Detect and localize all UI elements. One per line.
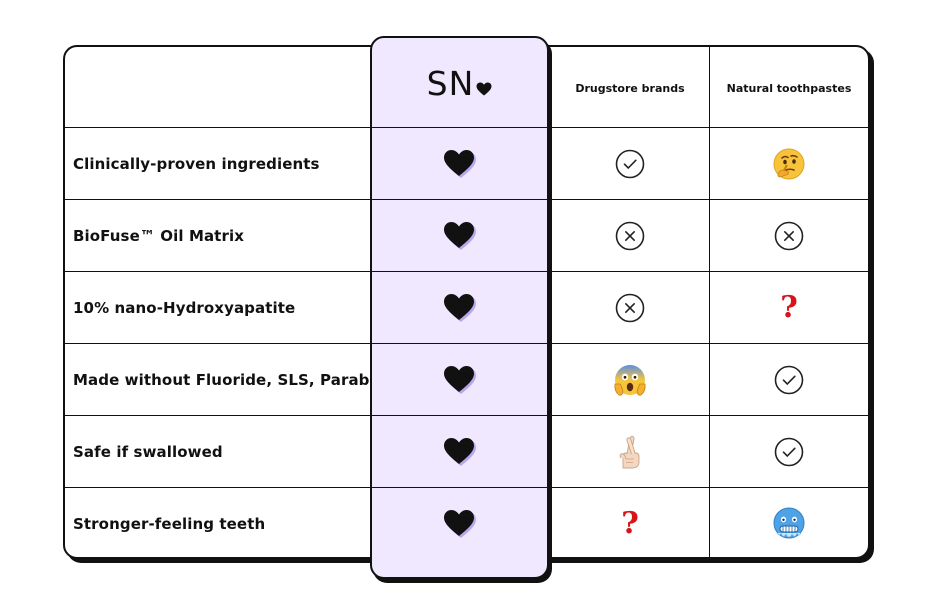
drugstore-cell: ? [551,488,709,557]
brand-cell [372,488,547,560]
check-circle-icon [774,437,804,467]
drugstore-cell [551,200,709,272]
x-circle-icon [615,293,645,323]
crossed-fingers-emoji [614,434,646,470]
heart-icon [443,510,476,538]
brand-cell [372,344,547,416]
brand-cell [372,200,547,272]
natural-cell [710,200,868,272]
heart-icon [476,82,492,95]
brand-cell [372,272,547,344]
column-divider [709,47,710,557]
brand-cell [372,128,547,200]
x-circle-icon [774,221,804,251]
row-divider [372,199,547,200]
natural-cell [710,488,868,557]
heart-icon [443,366,476,394]
drugstore-cell [551,128,709,200]
heart-icon [443,438,476,466]
column-header-natural: Natural toothpastes [726,81,852,95]
brand-logo-text: SN [426,64,475,103]
natural-cell [710,416,868,488]
row-divider [372,127,547,128]
thinking-face-emoji [772,147,806,181]
row-label: Safe if swallowed [73,443,223,461]
drugstore-cell [551,344,709,416]
row-divider [372,415,547,416]
row-divider [372,343,547,344]
row-divider [372,487,547,488]
x-circle-icon [615,221,645,251]
question-mark-icon: ? [780,290,798,325]
natural-cell [710,344,868,416]
check-circle-icon [615,149,645,179]
natural-cell: ? [710,272,868,344]
row-label: 10% nano-Hydroxyapatite [73,299,296,317]
heart-icon [443,222,476,250]
heart-icon [443,294,476,322]
row-label: Stronger-feeling teeth [73,515,266,533]
check-circle-icon [774,365,804,395]
screaming-face-emoji [612,362,648,398]
row-label: BioFuse™ Oil Matrix [73,227,244,245]
brand-column: SN [370,36,549,579]
drugstore-cell [551,416,709,488]
column-header-drugstore: Drugstore brands [575,81,685,95]
natural-cell [710,128,868,200]
row-label: Clinically-proven ingredients [73,155,320,173]
drugstore-cell [551,272,709,344]
question-mark-icon: ? [621,506,639,541]
row-divider [372,271,547,272]
row-label: Made without Fluoride, SLS, Parabens [73,371,400,389]
brand-logo: SN [372,38,547,129]
cold-face-emoji [771,506,807,542]
heart-icon [443,150,476,178]
brand-cell [372,416,547,488]
